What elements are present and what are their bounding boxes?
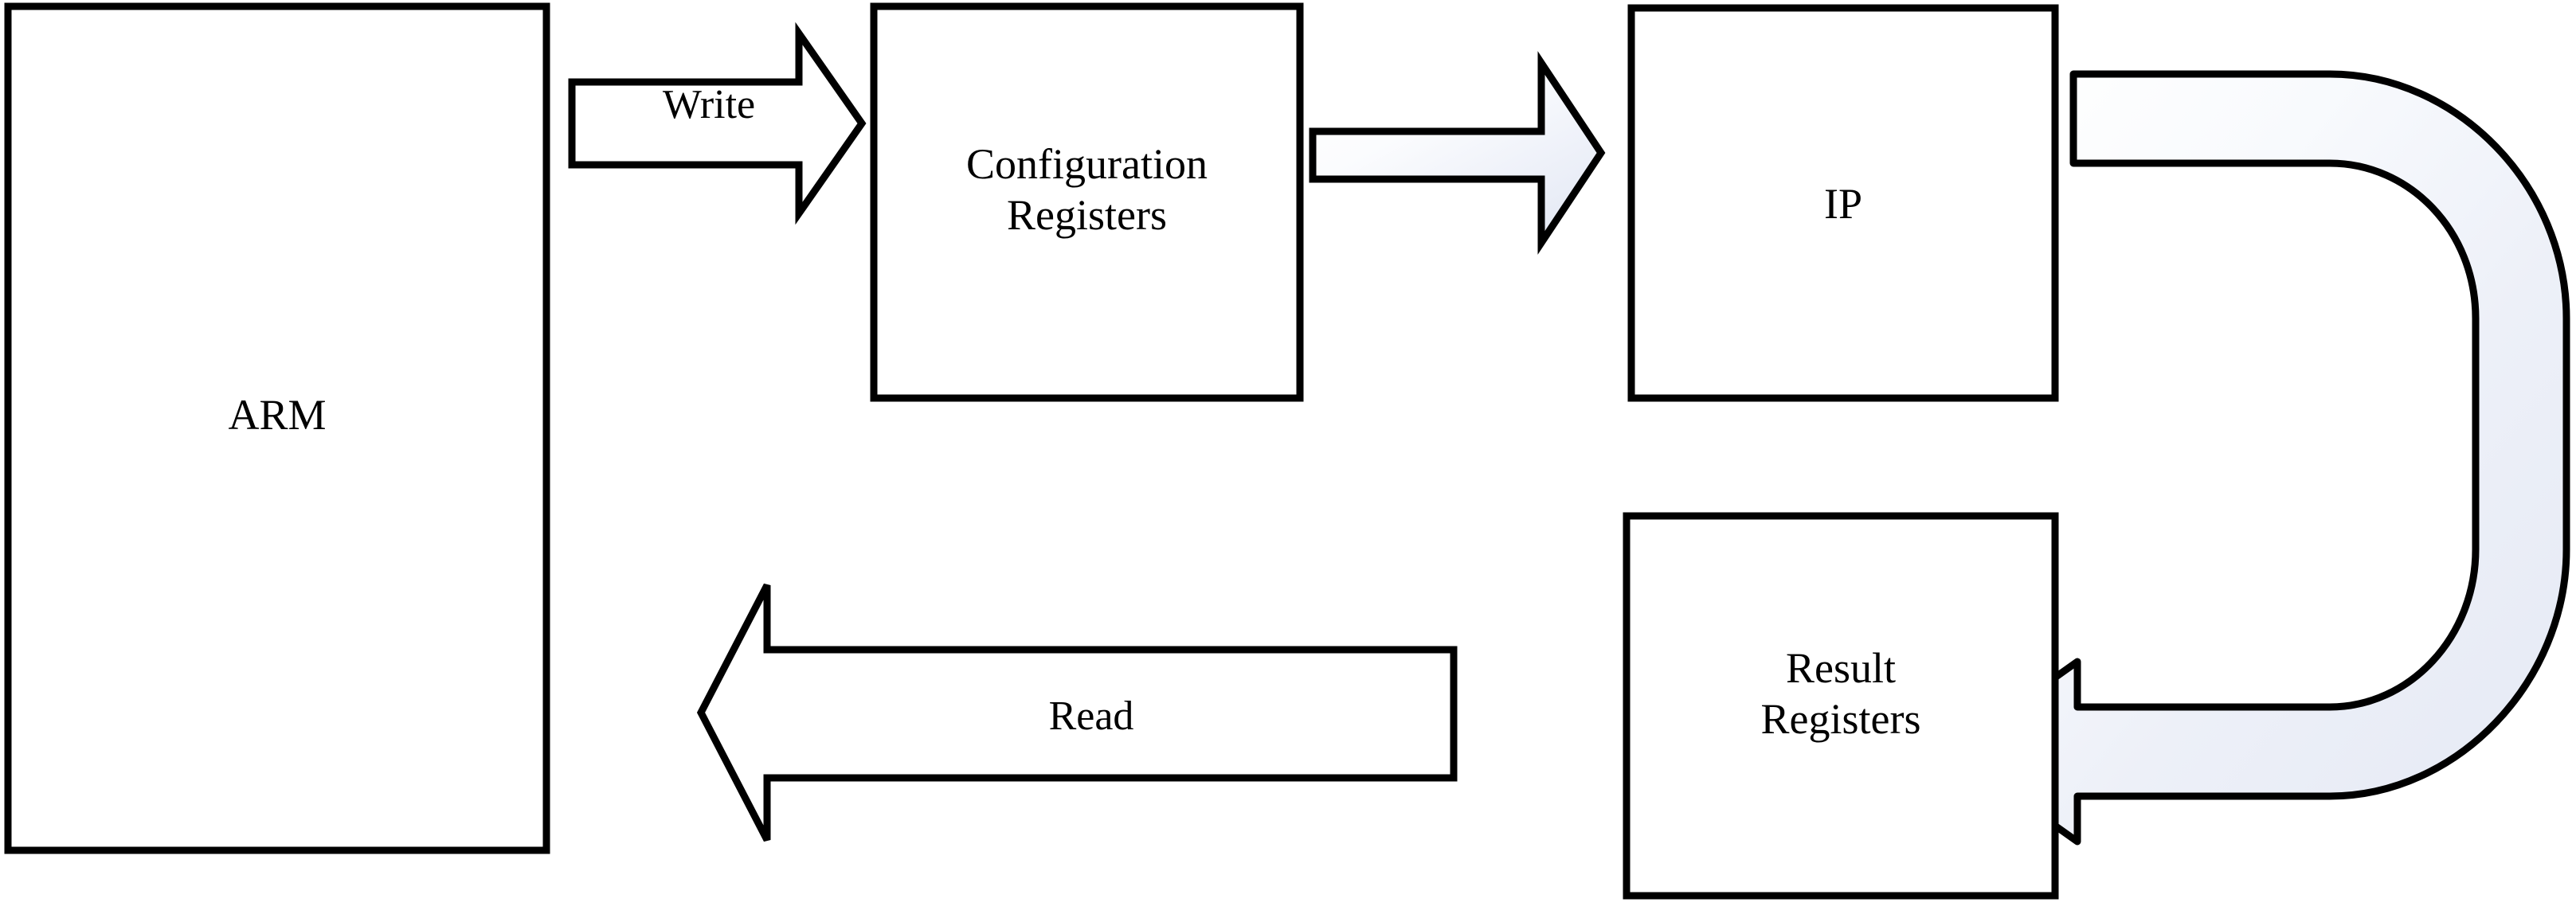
node-box-result-registers	[1623, 512, 2059, 900]
node-box-configuration-registers	[870, 2, 1304, 402]
node-box-arm	[4, 2, 550, 854]
edge-arrow-write	[568, 21, 867, 225]
edge-arrow-read	[696, 583, 1458, 842]
node-box-ip	[1627, 4, 2059, 402]
edge-arrow-config-to-ip	[1309, 51, 1606, 255]
